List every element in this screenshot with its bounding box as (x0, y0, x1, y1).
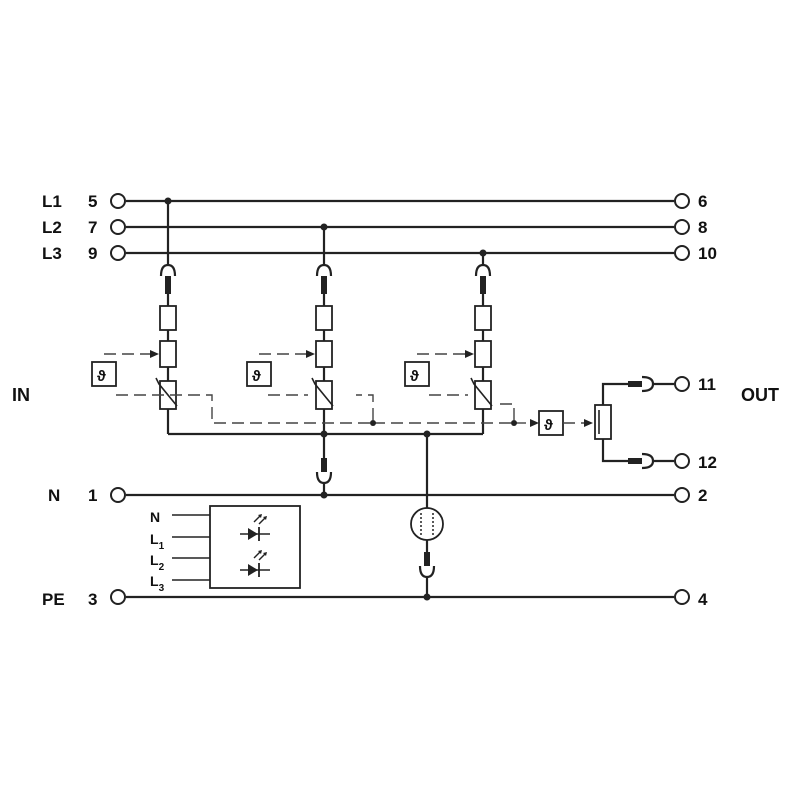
label-l2: L2 (42, 218, 62, 237)
label-pe: PE (42, 590, 65, 609)
led-line-l3: L3 (150, 573, 165, 594)
pin-12: 12 (698, 453, 717, 472)
thermal-disconnector-icon (159, 340, 177, 368)
terminal-icon (674, 376, 690, 392)
gdt-branch (410, 434, 444, 597)
label-out: OUT (741, 385, 779, 405)
thermal-disconnector-icon (315, 340, 333, 368)
remote-signal-contact (594, 375, 674, 470)
label-in: IN (12, 385, 30, 405)
pin-3: 3 (88, 590, 97, 609)
terminal-icon (110, 245, 126, 261)
fuse-icon (474, 305, 492, 331)
led-indicator: N L1 L2 L3 (150, 505, 301, 594)
n-plug-contact (315, 458, 333, 495)
fuse-icon (159, 305, 177, 331)
junction-dots (164, 197, 517, 601)
thermal-symbol: ϑ (544, 417, 553, 434)
terminal-icon (674, 245, 690, 261)
terminal-icon (674, 453, 690, 469)
terminal-icon (674, 589, 690, 605)
terminal-icon (110, 487, 126, 503)
terminal-icon-group (110, 193, 690, 605)
plug-contact-icon (321, 458, 327, 472)
changeover-contact-icon (594, 404, 612, 440)
plug-contact-icon (628, 458, 642, 464)
led-line-l2: L2 (150, 552, 165, 573)
plug-contact-icon (480, 276, 486, 294)
thermal-sensor-icon (538, 410, 564, 436)
pin-4: 4 (698, 590, 708, 609)
pin-10: 10 (698, 244, 717, 263)
led-icon (240, 514, 270, 541)
pin-2: 2 (698, 486, 707, 505)
pin-5: 5 (88, 192, 97, 211)
thermal-disconnector-icon (474, 340, 492, 368)
terminal-icon (110, 589, 126, 605)
terminal-icon (110, 193, 126, 209)
terminal-icon (110, 219, 126, 235)
pin-6: 6 (698, 192, 707, 211)
fuse-icon (315, 305, 333, 331)
plug-contact-icon (628, 381, 642, 387)
protection-branch-l2: ϑ (246, 227, 334, 458)
plug-contact-icon (321, 276, 327, 294)
thermal-symbol: ϑ (410, 368, 419, 385)
terminal-icon (674, 487, 690, 503)
pin-8: 8 (698, 218, 707, 237)
thermal-sensor-icon (91, 361, 117, 387)
thermal-monitoring-chain: ϑ (116, 394, 593, 436)
thermal-symbol: ϑ (252, 368, 261, 385)
protection-branch-l1: ϑ (91, 201, 178, 434)
pin-1: 1 (88, 486, 97, 505)
led-icon (240, 550, 270, 577)
plug-contact-icon (165, 276, 171, 294)
led-line-n: N (150, 509, 160, 525)
terminal-icon (674, 193, 690, 209)
plug-contact-icon (424, 552, 430, 566)
pin-11: 11 (698, 375, 716, 394)
thermal-sensor-icon (404, 361, 430, 387)
pin-9: 9 (88, 244, 97, 263)
label-l1: L1 (42, 192, 62, 211)
terminal-icon (674, 219, 690, 235)
thermal-symbol: ϑ (97, 368, 106, 385)
pin-7: 7 (88, 218, 97, 237)
led-line-l1: L1 (150, 531, 165, 552)
protection-branch-l3: ϑ (404, 253, 493, 434)
label-l3: L3 (42, 244, 62, 263)
led-box (209, 505, 301, 589)
label-n: N (48, 486, 60, 505)
thermal-sensor-icon (246, 361, 272, 387)
